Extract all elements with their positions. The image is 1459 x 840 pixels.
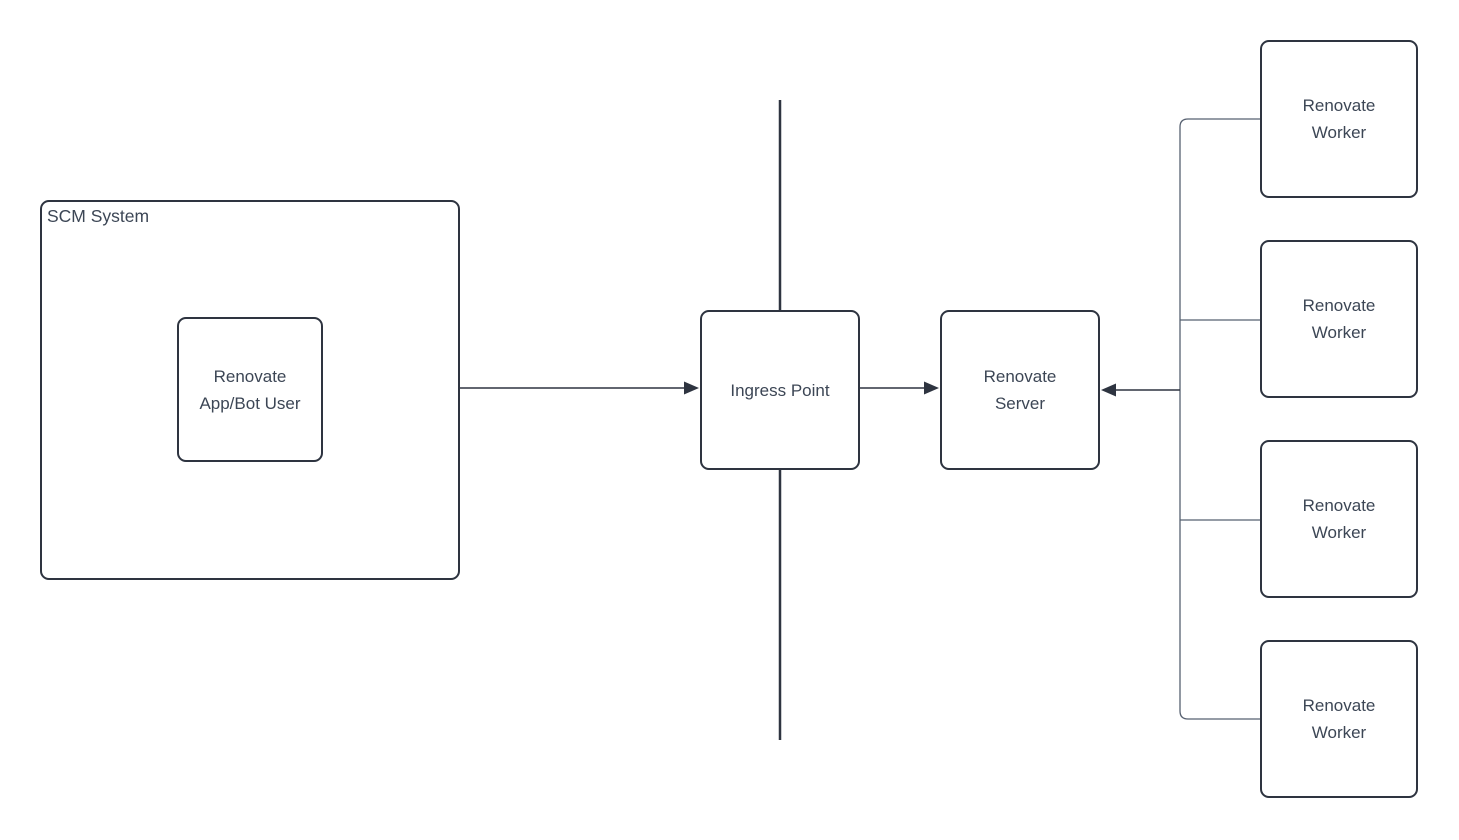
node-renovate-server: Renovate Server [940, 310, 1100, 470]
node-renovate-app-bot-user: Renovate App/Bot User [177, 317, 323, 462]
renovate-app-bot-user-label: Renovate App/Bot User [199, 366, 301, 413]
worker-trunk-line [1179, 118, 1260, 720]
node-ingress-point: Ingress Point [700, 310, 860, 470]
arrowhead-ingress-to-server [924, 381, 939, 395]
node-renovate-worker-4: Renovate Worker [1260, 640, 1418, 798]
node-renovate-worker-3: Renovate Worker [1260, 440, 1418, 598]
renovate-worker-2-label: Renovate Worker [1302, 296, 1376, 342]
renovate-worker-4-label: Renovate Worker [1302, 696, 1376, 742]
node-renovate-worker-1: Renovate Worker [1260, 40, 1418, 198]
node-renovate-worker-2: Renovate Worker [1260, 240, 1418, 398]
arrowhead-scm-to-ingress [684, 381, 699, 395]
renovate-server-label: Renovate Server [983, 367, 1057, 413]
renovate-worker-3-label: Renovate Worker [1302, 496, 1376, 542]
arrowhead-workers-to-server [1101, 383, 1116, 397]
ingress-point-label: Ingress Point [730, 380, 830, 400]
scm-system-label: SCM System [47, 206, 150, 226]
renovate-worker-1-label: Renovate Worker [1302, 96, 1376, 142]
